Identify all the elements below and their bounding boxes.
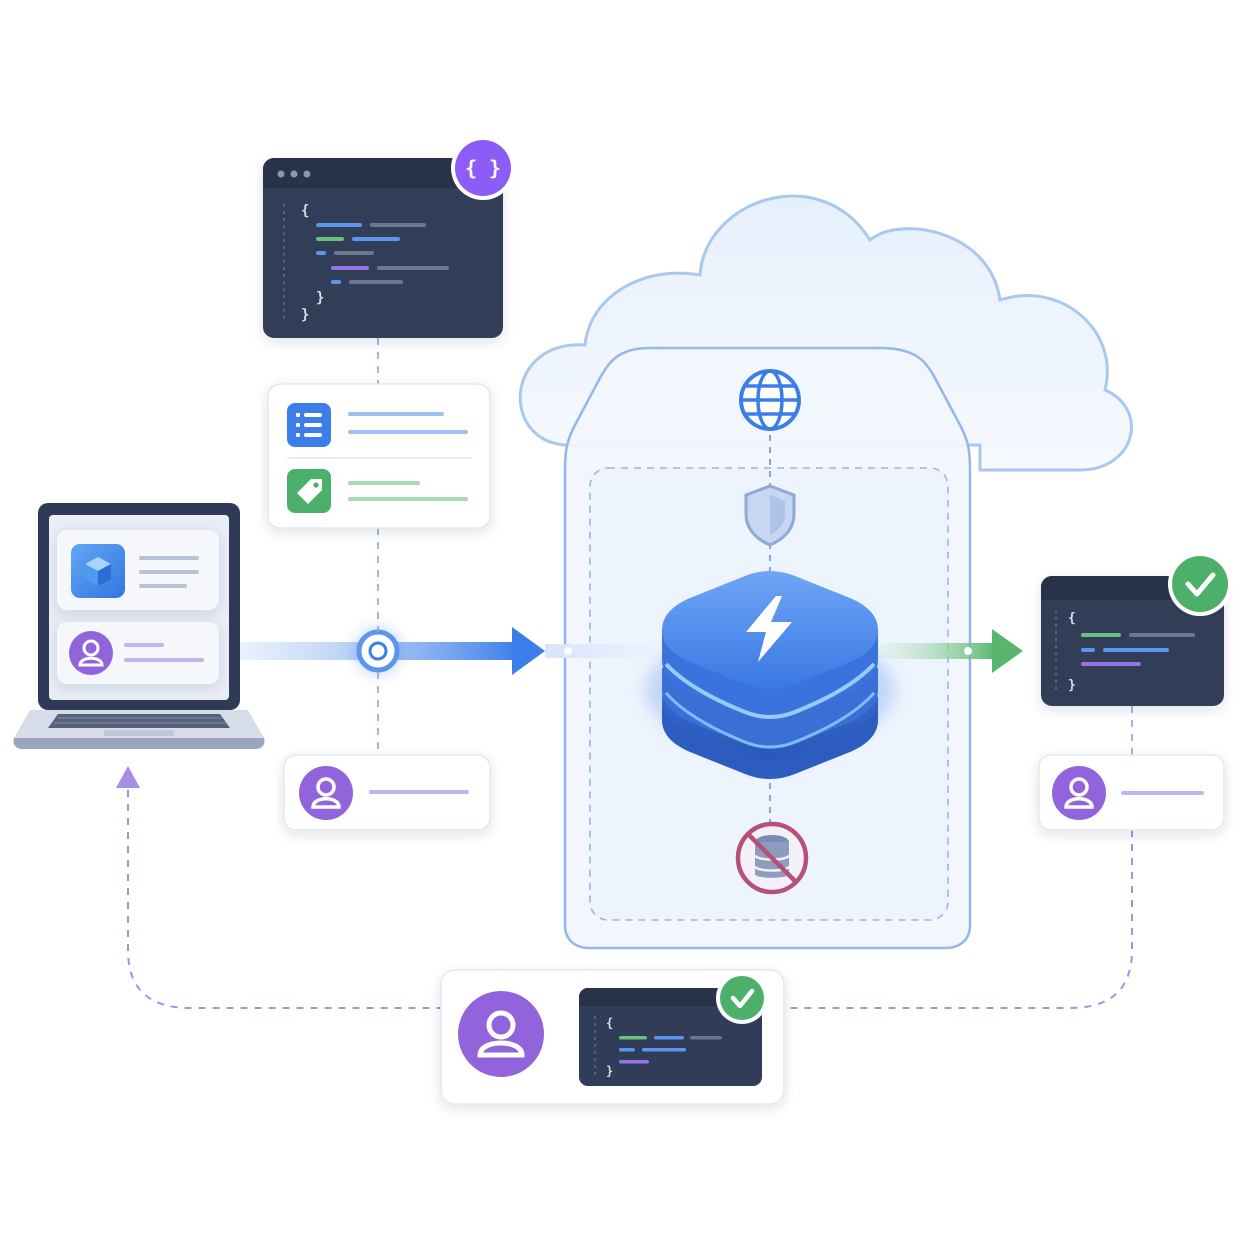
user-icon [1052, 766, 1106, 820]
request-flow-arrow [240, 627, 665, 675]
code-window-top: { } } [263, 158, 503, 338]
cube-icon [85, 557, 111, 586]
user-card-right [1038, 754, 1225, 831]
svg-text:{ }: { } [465, 156, 501, 180]
code-brace-close: } [606, 1064, 613, 1078]
user-card-left [283, 754, 491, 831]
arrow-right-icon [992, 629, 1023, 673]
curly-braces-icon: { } [451, 136, 515, 200]
lightning-icon [746, 596, 792, 662]
code-brace-close: } [1068, 678, 1076, 693]
user-icon [299, 766, 353, 820]
check-icon [1168, 552, 1232, 616]
tag-icon [287, 469, 331, 513]
serverless-function-stack [645, 571, 895, 779]
user-icon [69, 631, 113, 675]
code-brace-open: { [301, 203, 309, 219]
check-icon [716, 972, 768, 1024]
code-brace-open: { [606, 1016, 613, 1030]
response-flow-arrow [878, 629, 1023, 673]
code-brace-close: } [301, 307, 309, 323]
arrow-right-icon [512, 627, 545, 675]
code-brace-open: { [1068, 611, 1076, 626]
shield-icon [744, 484, 796, 547]
laptop-icon [13, 503, 265, 749]
globe-icon [739, 369, 801, 431]
code-brace-inner-close: } [316, 290, 324, 306]
user-icon [458, 991, 544, 1077]
metadata-card [267, 383, 491, 529]
dashed-connectors [127, 338, 1133, 1009]
code-window-bottom: { } [579, 988, 762, 1086]
database-disabled-icon [735, 821, 809, 895]
result-card: { } [440, 969, 785, 1105]
arrow-up-icon [116, 766, 140, 788]
list-icon [287, 403, 331, 447]
